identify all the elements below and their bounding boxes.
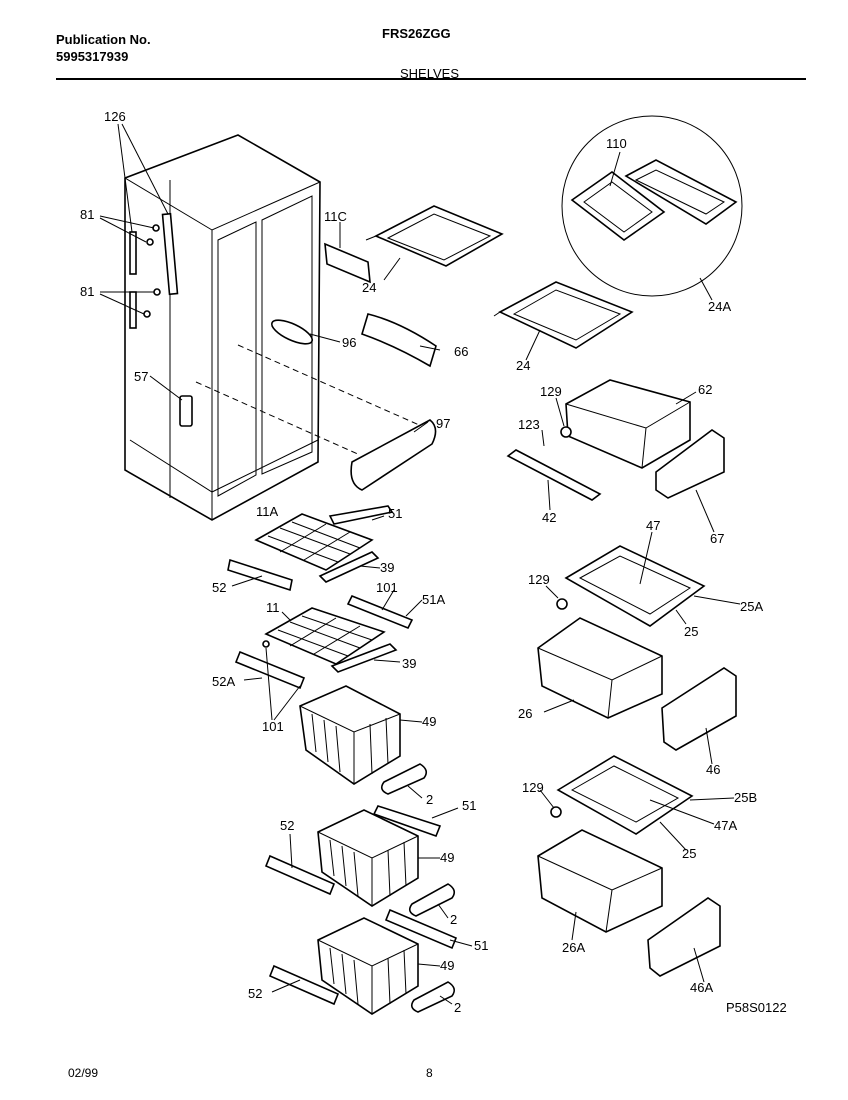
callout-81: 81: [80, 284, 94, 299]
callout-46a: 46A: [690, 980, 713, 995]
callout-52: 52: [280, 818, 294, 833]
callout-11: 11: [266, 600, 280, 615]
callout-52: 52: [248, 986, 262, 1001]
callout-24: 24: [362, 280, 376, 295]
callout-24a: 24A: [708, 299, 731, 314]
callout-51: 51: [388, 506, 402, 521]
callout-110: 110: [606, 136, 627, 151]
callout-52a: 52A: [212, 674, 235, 689]
callout-123: 123: [518, 417, 540, 432]
callout-42: 42: [542, 510, 556, 525]
callout-47a: 47A: [714, 818, 737, 833]
callout-126: 126: [104, 109, 126, 124]
date-code: 02/99: [68, 1066, 99, 1080]
callout-46: 46: [706, 762, 720, 777]
callout-51: 51: [474, 938, 488, 953]
glass-shelf-lower: [493, 281, 634, 349]
callout-101: 101: [376, 580, 398, 595]
callout-49: 49: [440, 958, 454, 973]
callout-129: 129: [540, 384, 562, 399]
callout-67: 67: [710, 531, 724, 546]
callout-62: 62: [698, 382, 712, 397]
callout-2: 2: [454, 1000, 461, 1015]
callout-39: 39: [380, 560, 394, 575]
callout-51a: 51A: [422, 592, 445, 607]
callout-129: 129: [528, 572, 550, 587]
deli-pan: [506, 379, 725, 501]
callout-25b: 25B: [734, 790, 757, 805]
cabinet-shell: [124, 134, 436, 521]
callout-129: 129: [522, 780, 544, 795]
cabinet-parts: [129, 212, 437, 491]
wire-basket-middle: [264, 805, 456, 917]
wire-basket-lower: [268, 908, 458, 1015]
callout-49: 49: [422, 714, 436, 729]
callout-66: 66: [454, 344, 468, 359]
callout-25: 25: [682, 846, 696, 861]
diagram-code: P58S0122: [726, 1000, 787, 1015]
callout-47: 47: [646, 518, 660, 533]
callout-2: 2: [450, 912, 457, 927]
callout-labels: 126 81 81 57 11C 24 96 66 97 11A 51 39 5…: [80, 109, 763, 1015]
callout-26: 26: [518, 706, 532, 721]
callout-24: 24: [516, 358, 530, 373]
callout-11c: 11C: [324, 209, 347, 224]
callout-25: 25: [684, 624, 698, 639]
freezer-wire-shelf-upper: [227, 505, 394, 592]
callout-11a: 11A: [256, 504, 278, 519]
crisper-upper: [537, 545, 737, 751]
leader-lines: [99, 123, 741, 1005]
callout-81: 81: [80, 207, 94, 222]
glass-shelf-upper: [365, 205, 504, 267]
callout-101: 101: [262, 719, 284, 734]
callout-96: 96: [342, 335, 356, 350]
callout-25a: 25A: [740, 599, 763, 614]
model-number: FRS26ZGG: [382, 26, 451, 41]
header-rule: [56, 78, 806, 80]
callout-51: 51: [462, 798, 476, 813]
callout-2: 2: [426, 792, 433, 807]
callout-39: 39: [402, 656, 416, 671]
callout-49: 49: [440, 850, 454, 865]
callout-52: 52: [212, 580, 226, 595]
wire-basket-upper: [299, 685, 428, 795]
crisper-lower: [537, 755, 721, 977]
callout-97: 97: [436, 416, 450, 431]
callout-57: 57: [134, 369, 148, 384]
callout-26a: 26A: [562, 940, 585, 955]
publication-label: Publication No.: [56, 32, 151, 47]
freezer-wire-shelf-lower: [234, 594, 414, 690]
section-title: SHELVES: [400, 66, 460, 81]
shelf-detail-circle: [561, 115, 743, 297]
page-number: 8: [426, 1066, 433, 1080]
publication-number: 5995317939: [56, 49, 129, 64]
